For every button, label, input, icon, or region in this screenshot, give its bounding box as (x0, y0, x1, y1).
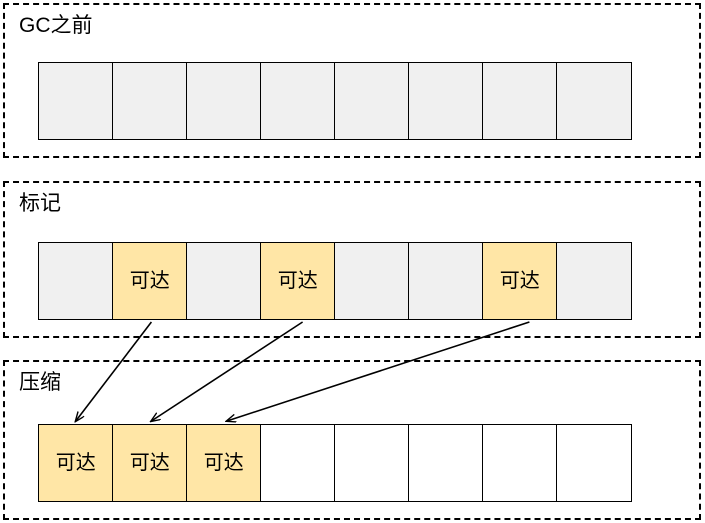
memory-cell-reachable: 可达 (112, 424, 188, 502)
memory-cell-occupied (38, 62, 114, 140)
memory-cell-occupied (482, 62, 558, 140)
memory-cell-occupied (408, 242, 484, 320)
memory-cell-occupied (260, 62, 336, 140)
memory-cell-reachable: 可达 (38, 424, 114, 502)
memory-cell-occupied (112, 62, 188, 140)
memory-cell-reachable: 可达 (112, 242, 188, 320)
panel-title-compact: 压缩 (19, 371, 61, 394)
memory-cell-occupied (334, 62, 410, 140)
memory-cell-free (408, 424, 484, 502)
memory-cell-occupied (38, 242, 114, 320)
memory-row-mark: 可达可达可达 (38, 242, 632, 320)
memory-cell-occupied (408, 62, 484, 140)
memory-cell-occupied (186, 242, 262, 320)
memory-cell-occupied (334, 242, 410, 320)
memory-cell-occupied (556, 62, 632, 140)
memory-cell-free (260, 424, 336, 502)
panel-before-gc: GC之前 (3, 3, 701, 158)
memory-cell-free (482, 424, 558, 502)
panel-title-before-gc: GC之前 (19, 14, 93, 37)
memory-cell-occupied (556, 242, 632, 320)
memory-cell-reachable: 可达 (186, 424, 262, 502)
memory-cell-free (334, 424, 410, 502)
memory-row-compact: 可达可达可达 (38, 424, 632, 502)
memory-row-before-gc (38, 62, 632, 140)
panel-title-mark: 标记 (19, 192, 61, 215)
memory-cell-reachable: 可达 (260, 242, 336, 320)
memory-cell-occupied (186, 62, 262, 140)
memory-cell-free (556, 424, 632, 502)
memory-cell-reachable: 可达 (482, 242, 558, 320)
